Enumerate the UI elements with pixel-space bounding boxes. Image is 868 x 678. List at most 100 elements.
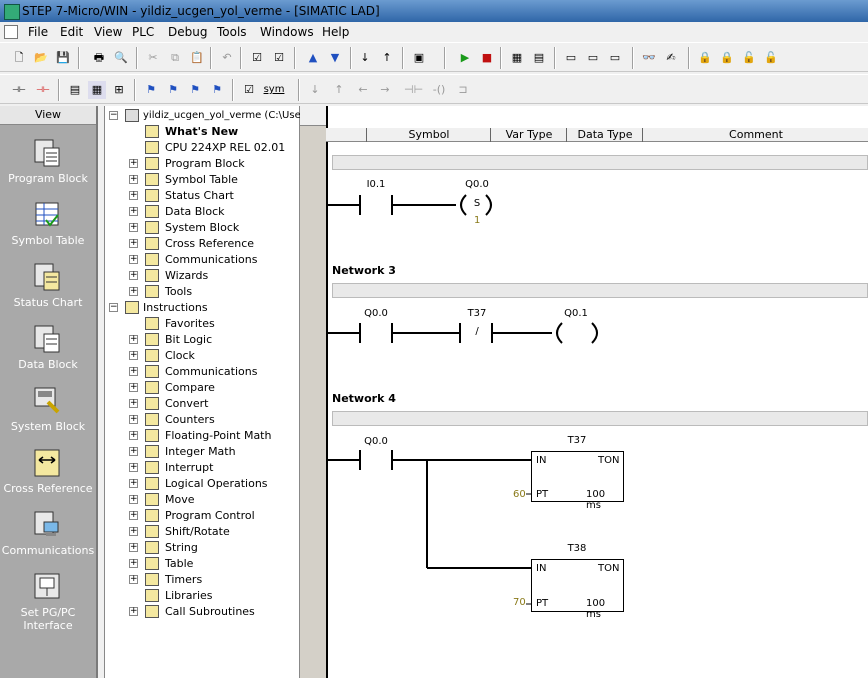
toggle-poe-icon[interactable]: ▤ (69, 83, 81, 96)
view-cross-reference[interactable]: Cross Reference (0, 448, 96, 510)
timer-preset[interactable]: 70 (513, 597, 526, 608)
toggle-addressing-icon[interactable]: ⊞ (114, 83, 124, 96)
tree-item[interactable]: +Move (129, 492, 299, 508)
tree-item[interactable]: +Communications (129, 364, 299, 380)
network-3-title[interactable]: Network 3 (332, 264, 396, 277)
compile-icon[interactable]: ☑ (252, 51, 262, 64)
view-program-block[interactable]: Program Block (0, 138, 96, 200)
lock-icon[interactable]: 🔒 (698, 51, 712, 64)
tree-item[interactable]: +Timers (129, 572, 299, 588)
contact-address[interactable]: I0.1 (366, 179, 386, 190)
view-status-chart[interactable]: Status Chart (0, 262, 96, 324)
menu-file[interactable]: File (28, 25, 49, 39)
network-comment-band[interactable] (332, 283, 868, 298)
expand-icon[interactable]: + (129, 574, 138, 584)
write-all-icon[interactable]: ▭ (609, 51, 621, 64)
view-communications[interactable]: Communications (0, 510, 96, 572)
expand-icon[interactable]: + (129, 286, 138, 296)
tree-item[interactable]: +Logical Operations (129, 476, 299, 492)
read-force-icon[interactable]: 🔓 (764, 51, 778, 64)
tree-item[interactable]: +Integer Math (129, 444, 299, 460)
tree-instructions-root[interactable]: − Instructions (109, 300, 299, 316)
coil-address[interactable]: Q0.0 (465, 179, 489, 190)
splitter[interactable] (300, 106, 326, 678)
unlock-icon[interactable]: 🔒 (720, 51, 734, 64)
expand-icon[interactable]: + (129, 190, 138, 200)
expand-icon[interactable]: + (129, 414, 138, 424)
collapse-icon[interactable]: − (109, 110, 118, 120)
single-read-icon[interactable]: ▭ (587, 51, 599, 64)
options-icon[interactable]: ▣ (413, 51, 425, 64)
coil-address[interactable]: Q0.1 (564, 308, 588, 319)
sort-descending-icon[interactable]: ↑ (382, 51, 392, 64)
stop-icon[interactable]: ■ (481, 51, 493, 64)
undo-icon[interactable]: ↶ (222, 51, 232, 64)
tree-item[interactable]: +Floating-Point Math (129, 428, 299, 444)
tree-item[interactable]: +Call Subroutines (129, 604, 299, 620)
network-comment-band[interactable] (332, 411, 868, 426)
unforce-icon[interactable]: 🔓 (742, 51, 756, 64)
expand-icon[interactable]: + (129, 606, 138, 616)
delete-network-icon[interactable]: ⊣⊢ (36, 85, 50, 94)
expand-icon[interactable]: + (129, 526, 138, 536)
glasses-icon[interactable]: 👓 (642, 51, 656, 64)
cut-icon[interactable]: ✂ (148, 51, 158, 64)
print-icon[interactable]: 🖶 (93, 51, 105, 64)
menu-windows[interactable]: Windows (260, 25, 314, 39)
apply-symbols-icon[interactable]: ☑ (244, 83, 254, 96)
contact-address[interactable]: Q0.0 (364, 436, 388, 447)
sort-ascending-icon[interactable]: ↓ (360, 51, 370, 64)
sym-button[interactable]: sym (263, 84, 285, 95)
tree-item[interactable]: CPU 224XP REL 02.01 (129, 140, 299, 156)
tree-item[interactable]: +Wizards (129, 268, 299, 284)
tree-item[interactable]: +Tools (129, 284, 299, 300)
expand-icon[interactable]: + (129, 206, 138, 216)
timer-name[interactable]: T38 (567, 543, 587, 554)
tree-item[interactable]: +Bit Logic (129, 332, 299, 348)
timer-name[interactable]: T37 (567, 435, 587, 446)
tree-item[interactable]: +Table (129, 556, 299, 572)
toggle-bookmark-icon[interactable]: ⚑ (146, 83, 156, 96)
menu-tools[interactable]: Tools (217, 25, 247, 39)
print-preview-icon[interactable]: 🔍 (114, 51, 128, 64)
document-icon[interactable] (4, 25, 18, 39)
view-data-block[interactable]: Data Block (0, 324, 96, 386)
expand-icon[interactable]: + (129, 558, 138, 568)
menu-view[interactable]: View (94, 25, 123, 39)
copy-icon[interactable]: ⧉ (171, 51, 179, 64)
menu-debug[interactable]: Debug (168, 25, 208, 39)
expand-icon[interactable]: + (129, 366, 138, 376)
new-icon[interactable]: 🗋 (14, 51, 24, 64)
trend-icon[interactable]: ▤ (533, 51, 545, 64)
tree-item[interactable]: +Communications (129, 252, 299, 268)
expand-icon[interactable]: + (129, 270, 138, 280)
save-icon[interactable]: 💾 (56, 51, 70, 64)
tree-item[interactable]: +String (129, 540, 299, 556)
previous-bookmark-icon[interactable]: ⚑ (190, 83, 200, 96)
tree-item[interactable]: +Convert (129, 396, 299, 412)
tree-item[interactable]: Libraries (129, 588, 299, 604)
tree-item[interactable]: +Compare (129, 380, 299, 396)
remove-bookmarks-icon[interactable]: ⚑ (212, 83, 222, 96)
paste-icon[interactable]: 📋 (190, 51, 204, 64)
contact-address[interactable]: T37 (467, 308, 487, 319)
expand-icon[interactable]: + (129, 542, 138, 552)
download-icon[interactable]: ▼ (330, 51, 340, 64)
upload-icon[interactable]: ▲ (308, 51, 318, 64)
expand-icon[interactable]: + (129, 222, 138, 232)
line-down-icon[interactable]: ↓ (310, 83, 320, 96)
column-symbol[interactable]: Symbol (366, 128, 491, 142)
contact-address[interactable]: Q0.0 (364, 308, 388, 319)
force-icon[interactable]: ✍ (666, 51, 676, 64)
expand-icon[interactable]: + (129, 174, 138, 184)
expand-icon[interactable]: + (129, 158, 138, 168)
tree-item[interactable]: +System Block (129, 220, 299, 236)
expand-icon[interactable]: + (129, 350, 138, 360)
expand-icon[interactable]: + (129, 334, 138, 344)
tree-item[interactable]: +Interrupt (129, 460, 299, 476)
tree-project-root[interactable]: − yildiz_ucgen_yol_verme (C:\User (109, 108, 301, 124)
program-status-icon[interactable]: ▦ (511, 51, 523, 64)
line-left-icon[interactable]: ← (358, 83, 368, 96)
line-right-icon[interactable]: → (380, 83, 390, 96)
view-system-block[interactable]: System Block (0, 386, 96, 448)
